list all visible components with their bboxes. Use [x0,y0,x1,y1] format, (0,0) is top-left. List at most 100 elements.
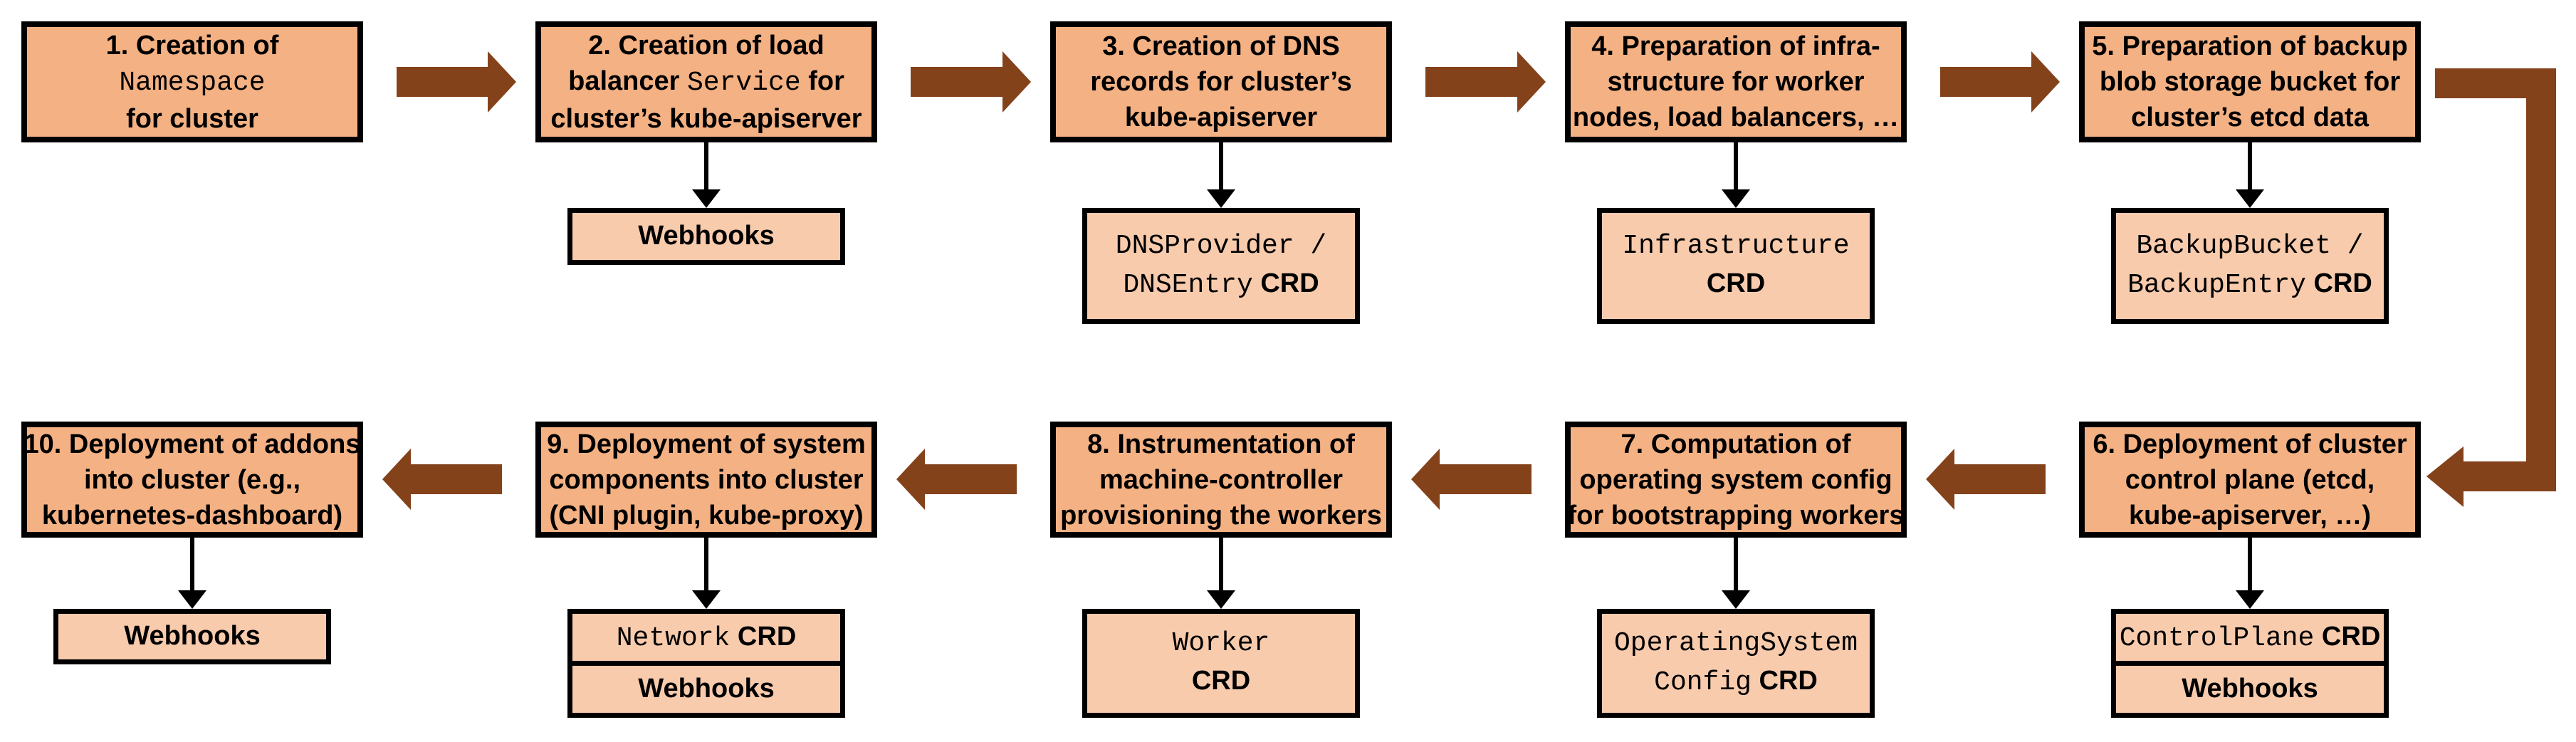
label-segment: operating system config [1579,464,1892,495]
flow-arrow-8-to-9 [896,449,1017,510]
sub-box-row: Webhooks [58,614,326,659]
label-line: kubernetes-dashboard) [42,498,342,533]
crd-link-arrowhead-step-7 [1722,590,1750,609]
label-segment: machine-controller [1099,464,1344,495]
label-line: 4. Preparation of infra- [1591,28,1880,64]
label-segment: Webhooks [638,220,775,251]
label-segment: kube-apiserver, …) [2128,500,2372,531]
label-segment: into cluster (e.g., [83,464,301,495]
label-line: ControlPlane CRD [2120,618,2381,657]
crd-link-arrowhead-step-8 [1207,590,1235,609]
label-line: into cluster (e.g., [84,462,300,498]
label-segment: Network [616,622,731,654]
label-segment: provisioning the workers [1060,500,1382,531]
label-line: OperatingSystem [1614,625,1858,662]
label-line: CRD [1707,265,1765,304]
crd-link-arrowhead-step-5 [2236,189,2264,208]
label-segment: 9. Deployment of system [547,429,866,459]
crd-link-arrowhead-step-10 [178,590,206,609]
label-segment: Webhooks [2182,673,2318,704]
label-segment: cluster’s kube-apiserver [550,103,862,134]
label-line: operating system config [1579,462,1892,498]
label-segment: CRD [1706,268,1766,298]
label-line: records for cluster’s [1090,64,1351,100]
label-line: Network CRD [617,618,797,657]
label-segment: Worker [1172,628,1270,659]
label-segment: BackupBucket / [2136,231,2364,261]
flow-arrow-7-to-8 [1411,449,1532,510]
label-segment: kubernetes-dashboard) [41,500,343,531]
label-segment: 2. Creation of load [588,30,824,61]
crd-link-arrowhead-step-9 [692,590,721,609]
label-line: Webhooks [2182,670,2318,709]
sub-box-row: Webhooks [572,213,840,260]
label-line: 2. Creation of load [588,28,824,63]
step-9-sub-box: Network CRD Webhooks [567,609,845,718]
label-line: DNSEntry CRD [1123,265,1319,304]
label-segment: nodes, load balancers, … [1572,103,1900,132]
step-10-box: 10. Deployment of addons into cluster (e.… [21,422,363,538]
flow-arrow-5-to-6 [2426,68,2556,507]
label-segment: 8. Instrumentation of [1087,429,1355,459]
label-line: control plane (etcd, [2125,462,2375,498]
label-segment: 7. Computation of [1621,429,1851,459]
sub-box-row: Webhooks [2116,661,2384,713]
label-line: 1. Creation of [106,28,279,63]
label-line: nodes, load balancers, … [1573,100,1899,135]
label-segment: Infrastructure [1622,231,1850,261]
label-line: kube-apiserver [1125,100,1317,135]
step-10-sub-box: Webhooks [53,609,331,664]
label-segment: 4. Preparation of infra- [1591,31,1880,61]
label-segment: Webhooks [124,620,261,651]
label-segment: CRD [730,621,797,652]
flow-arrow-3-to-4 [1425,51,1546,113]
crd-link-arrowhead-step-2 [692,189,721,208]
step-2-sub-box: Webhooks [567,208,845,265]
label-segment: DNSProvider / [1115,231,1327,261]
label-line: Worker [1173,625,1270,662]
label-segment: Webhooks [638,673,775,704]
label-line: 8. Instrumentation of [1087,427,1355,462]
label-segment: ControlPlane [2119,622,2315,654]
label-segment: 1. Creation of [105,30,279,61]
label-segment: CRD [2305,268,2372,298]
label-segment: CRD [1252,268,1319,298]
crd-link-arrowhead-step-6 [2236,590,2264,609]
label-line: blob storage bucket for [2100,64,2400,100]
label-segment: CRD [2314,621,2381,652]
sub-box-row: ControlPlane CRD [2116,614,2384,661]
label-line: for bootstrapping workers [1568,498,1905,533]
label-segment: (CNI plugin, kube-proxy) [549,500,864,531]
label-line: 3. Creation of DNS [1102,28,1340,64]
label-segment: for bootstrapping workers [1567,500,1905,531]
sub-box-row: DNSProvider / DNSEntry CRD [1087,213,1355,319]
sub-box-row: Webhooks [572,661,840,713]
label-line: (CNI plugin, kube-proxy) [549,498,863,533]
flow-arrow-2-to-3 [911,51,1031,113]
label-line: 6. Deployment of cluster [2093,427,2407,462]
label-line: 5. Preparation of backup [2092,28,2407,64]
label-line: 7. Computation of [1621,427,1851,462]
label-line: cluster’s etcd data [2131,100,2369,135]
label-segment: for cluster [126,103,258,134]
label-line: provisioning the workers [1060,498,1382,533]
label-segment: control plane (etcd, [2125,464,2375,495]
label-line: structure for worker [1607,64,1864,100]
label-segment: for [800,66,844,96]
label-line: Infrastructure [1622,228,1849,265]
label-line: 10. Deployment of addons [24,427,361,462]
label-segment: balancer [568,66,687,96]
crd-link-arrowhead-step-4 [1722,189,1750,208]
label-segment: blob storage bucket for [2099,67,2401,97]
label-line: BackupEntry CRD [2127,265,2372,304]
label-line: kube-apiserver, …) [2129,498,2371,533]
label-segment: CRD [1191,666,1251,696]
label-line: cluster’s kube-apiserver [550,101,862,137]
label-segment: 10. Deployment of addons [23,429,361,459]
